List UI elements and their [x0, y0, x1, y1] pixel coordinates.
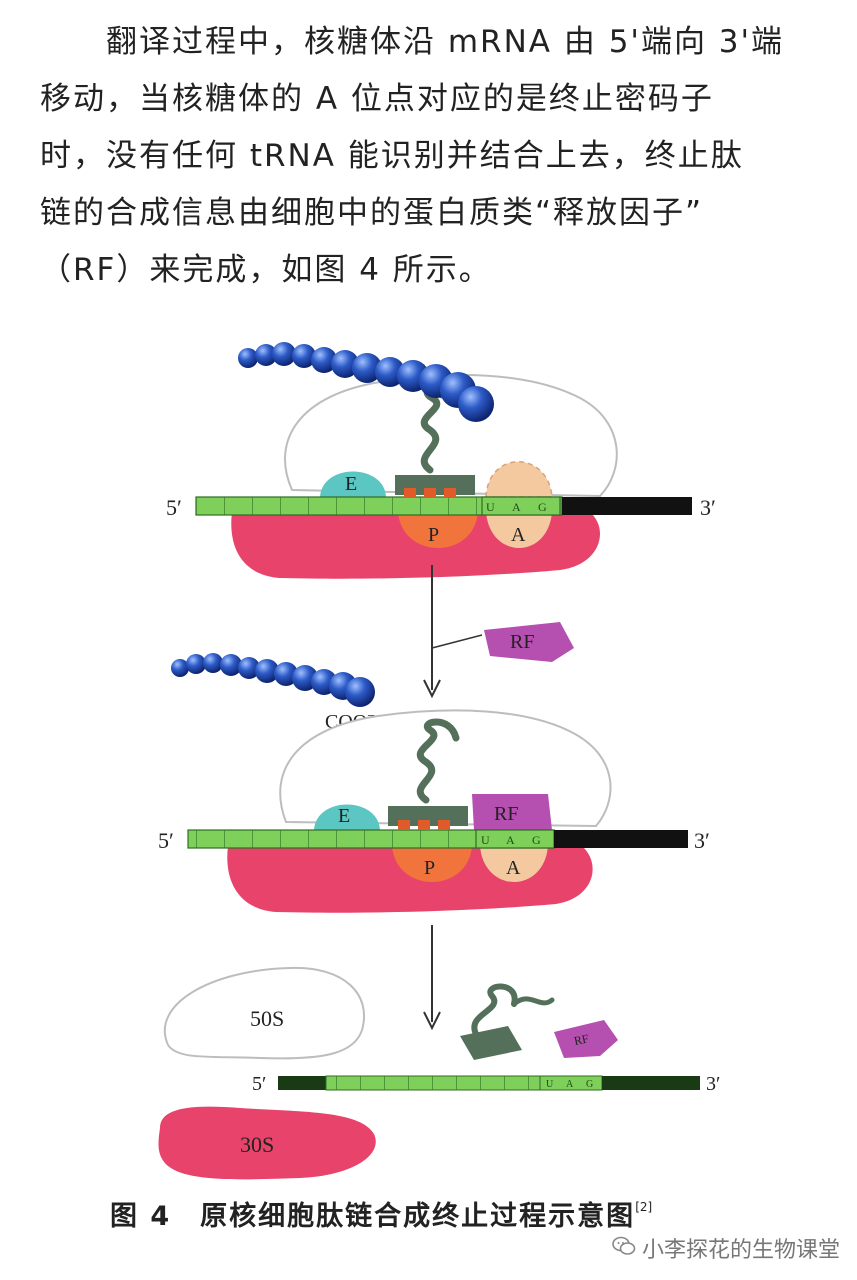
e-site	[314, 804, 380, 830]
codon-letter: U	[486, 500, 495, 514]
trna-base	[398, 820, 410, 830]
rf-label: RF	[494, 803, 518, 825]
large-subunit	[284, 373, 618, 498]
codon-letter: A	[512, 500, 521, 514]
panel-3: 50S RF 5′ 3′ U A G 30S	[158, 966, 720, 1180]
e-site	[320, 471, 386, 497]
panel-2: COO− 5′ 3′ E RF P A U A G	[158, 653, 710, 913]
peptide-chain	[238, 342, 494, 422]
rf-label: RF	[510, 631, 534, 653]
mrna-5prime-head	[278, 1076, 326, 1090]
five-prime-label: 5′	[166, 495, 182, 520]
a-site-label: A	[506, 857, 521, 879]
p-site-label: P	[424, 857, 435, 879]
e-site-label: E	[338, 805, 350, 827]
small-subunit-30s	[158, 1106, 376, 1180]
codon-letter: A	[566, 1079, 574, 1090]
step-arrow-2	[423, 925, 441, 1031]
trna-base	[444, 488, 456, 498]
released-rf: RF	[554, 1020, 618, 1058]
five-prime-label: 5′	[252, 1073, 266, 1095]
mrna-strand	[325, 1075, 541, 1091]
three-prime-label: 3′	[706, 1073, 720, 1095]
mrna-3prime-tail	[602, 1076, 700, 1090]
paragraph-line: 时，没有任何 tRNA 能识别并结合上去，终止肽	[40, 138, 744, 174]
body-paragraph: 翻译过程中，核糖体沿 mRNA 由 5'端向 3'端 移动，当核糖体的 A 位点…	[40, 14, 830, 299]
five-prime-label: 5′	[158, 828, 174, 853]
p-site	[398, 512, 478, 548]
a-site-label: A	[511, 524, 526, 546]
paragraph-line: 翻译过程中，核糖体沿 mRNA 由 5'端向 3'端	[106, 24, 785, 60]
p-site-label: P	[428, 524, 439, 546]
a-site-lower	[486, 512, 552, 548]
trna-base	[424, 488, 436, 498]
codon-letter: U	[546, 1079, 554, 1090]
wechat-icon	[612, 1235, 636, 1263]
three-prime-label: 3′	[700, 495, 716, 520]
paragraph-line: 链的合成信息由细胞中的蛋白质类“释放因子”	[40, 195, 704, 231]
trna-base	[418, 820, 430, 830]
a-site	[485, 461, 553, 498]
codon-letter: G	[532, 833, 541, 847]
e-site-label: E	[345, 473, 357, 495]
caption-reference: [2]	[635, 1200, 653, 1214]
codon-letter: U	[481, 833, 490, 847]
small-subunit-label: 30S	[240, 1132, 274, 1157]
step-arrow-1	[423, 565, 483, 699]
paragraph-line: 移动，当核糖体的 A 位点对应的是终止密码子	[40, 81, 714, 117]
watermark-text: 小李探花的生物课堂	[642, 1238, 841, 1263]
codon-letter: A	[506, 833, 515, 847]
codon-letter: G	[538, 500, 547, 514]
account-watermark: 小李探花的生物课堂	[612, 1232, 840, 1264]
paragraph-line: （RF）来完成，如图 4 所示。	[40, 252, 492, 288]
mrna-3prime-tail	[554, 830, 688, 848]
panel-1: 5′ 3′ E P A U A G	[166, 342, 716, 579]
trna-base	[438, 820, 450, 830]
codon-letter: G	[586, 1079, 593, 1090]
large-subunit-50s	[163, 966, 365, 1060]
release-factor-bound	[472, 794, 552, 830]
released-trna	[460, 983, 555, 1060]
caption-text: 图 4 原核细胞肽链合成终止过程示意图	[110, 1201, 636, 1232]
p-site	[392, 846, 472, 882]
trna-base	[404, 488, 416, 498]
trna	[416, 718, 460, 804]
rf-label: RF	[573, 1031, 591, 1048]
figure-caption: 图 4 原核细胞肽链合成终止过程示意图[2]	[110, 1194, 652, 1233]
a-site	[480, 846, 548, 882]
mrna-codon-box	[481, 496, 561, 516]
large-subunit-label: 50S	[250, 1006, 284, 1031]
free-release-factor: RF	[484, 622, 574, 662]
released-peptide	[171, 653, 375, 707]
three-prime-label: 3′	[694, 828, 710, 853]
mrna-3prime-tail	[562, 497, 692, 515]
